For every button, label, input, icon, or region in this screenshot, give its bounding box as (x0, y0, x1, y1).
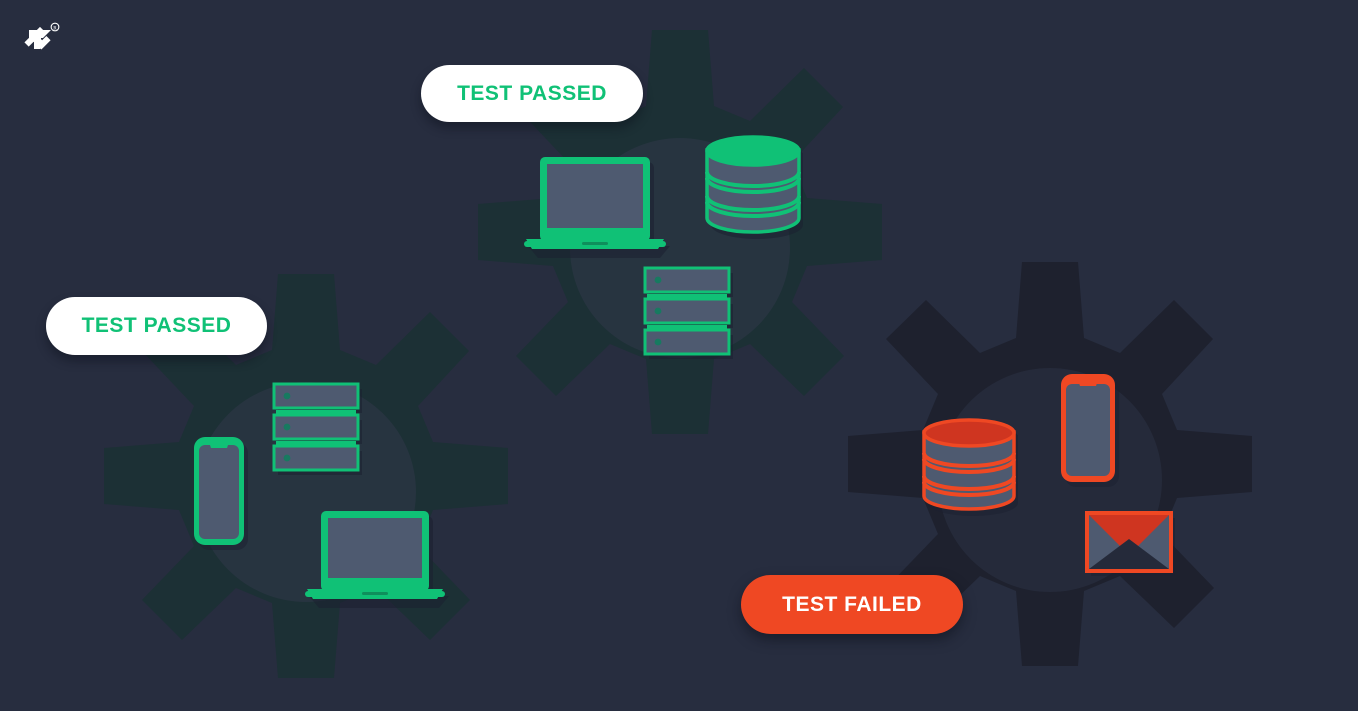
phone-notch (1078, 380, 1098, 386)
database-top-disc (705, 135, 801, 167)
laptop-icon (305, 511, 449, 608)
smartphone-icon (194, 437, 248, 550)
toptal-logo[interactable]: R (18, 20, 62, 62)
database-icon (922, 418, 1018, 516)
registered-trademark-icon: R (50, 22, 60, 32)
status-badge-test-passed-top[interactable]: TEST PASSED (421, 65, 643, 122)
logo-mark-rotated (24, 26, 51, 50)
envelope-flap (1089, 515, 1169, 555)
server-unit (272, 382, 360, 410)
database-top-disc (922, 418, 1016, 448)
server-unit (643, 328, 731, 356)
status-badge-test-passed-left[interactable]: TEST PASSED (46, 297, 267, 355)
phone-screen (199, 445, 239, 539)
envelope-bottom (1089, 539, 1169, 569)
svg-text:R: R (53, 26, 57, 32)
smartphone-icon (1061, 374, 1119, 487)
server-rack-icon (272, 382, 362, 475)
server-rack-icon (643, 266, 733, 359)
server-unit (643, 297, 731, 325)
envelope-icon (1085, 511, 1175, 576)
status-badge-test-failed[interactable]: TEST FAILED (741, 575, 963, 634)
phone-screen (1066, 384, 1110, 476)
database-icon (705, 135, 803, 239)
server-unit (272, 413, 360, 441)
laptop-screen (328, 518, 422, 578)
laptop-screen (547, 164, 643, 228)
phone-notch (209, 442, 229, 448)
server-unit (272, 444, 360, 472)
laptop-icon (524, 157, 670, 258)
server-unit (643, 266, 731, 294)
